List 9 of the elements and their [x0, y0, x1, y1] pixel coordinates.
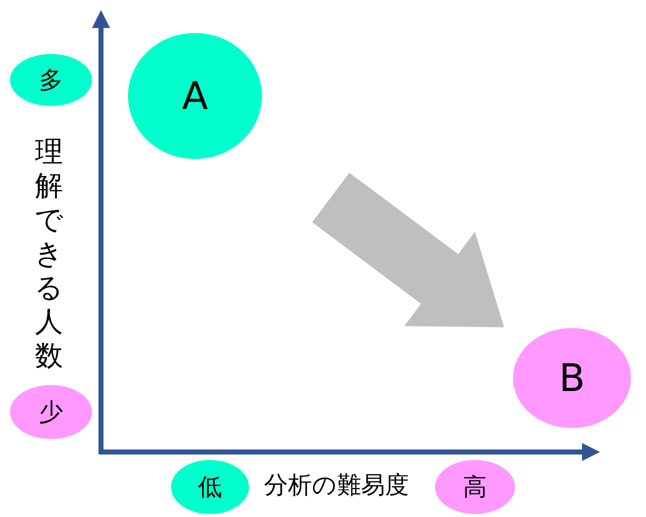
scale-label: 少 [39, 400, 63, 424]
axis-title: 分析の難易度 [264, 472, 409, 498]
scale-label: 多 [39, 68, 63, 92]
scale-label: 高 [463, 475, 487, 499]
scale-label: 低 [198, 475, 222, 499]
axis-title: 理解できる人数 [34, 135, 64, 373]
group-letter: B [558, 359, 586, 397]
group-letter: A [182, 77, 208, 115]
block-arrow [312, 172, 504, 328]
